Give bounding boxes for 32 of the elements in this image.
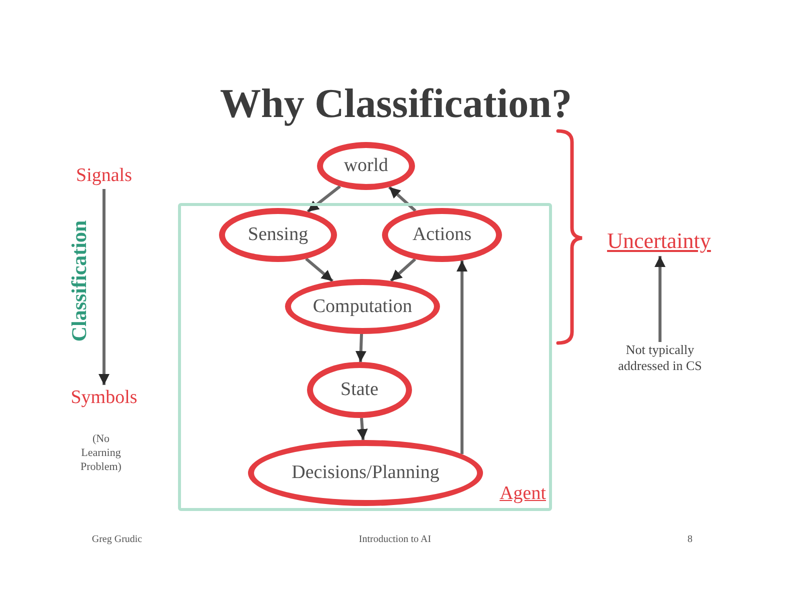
group-frame: [178, 203, 552, 511]
term-heading: Uncertainty: [590, 226, 728, 256]
node-label: world: [344, 155, 388, 177]
term-label: Symbols: [62, 385, 146, 411]
ellipse-node: [382, 208, 502, 262]
arrow: [390, 258, 416, 282]
node-label: Computation: [312, 296, 412, 318]
arrow: [306, 185, 341, 213]
ellipse-node: [219, 208, 337, 262]
arrow: [305, 258, 334, 282]
node-label: Sensing: [248, 224, 308, 246]
node-label: State: [340, 379, 378, 401]
slide-title: Why Classification?: [220, 79, 572, 127]
ellipse-node: [248, 440, 483, 506]
arrow: [356, 418, 368, 440]
footer-text: Greg Grudic: [90, 533, 144, 546]
arrow: [654, 256, 666, 342]
ellipse-node: [317, 142, 415, 190]
node-label: Decisions/Planning: [292, 462, 440, 484]
arrow: [98, 189, 110, 385]
term-label: Signals: [64, 163, 144, 189]
arrow: [456, 260, 468, 454]
node-label: Actions: [412, 224, 472, 246]
arrow: [355, 334, 366, 362]
ellipse-node: [285, 279, 440, 334]
ellipse-node: [307, 362, 412, 418]
footer-text: 8: [686, 533, 694, 546]
note-text: (No Learning Problem): [80, 432, 122, 474]
arrow: [388, 186, 416, 212]
note-text: Not typically addressed in CS: [613, 342, 707, 376]
frame-label: Agent: [500, 483, 546, 505]
footer-text: Introduction to AI: [358, 533, 432, 546]
